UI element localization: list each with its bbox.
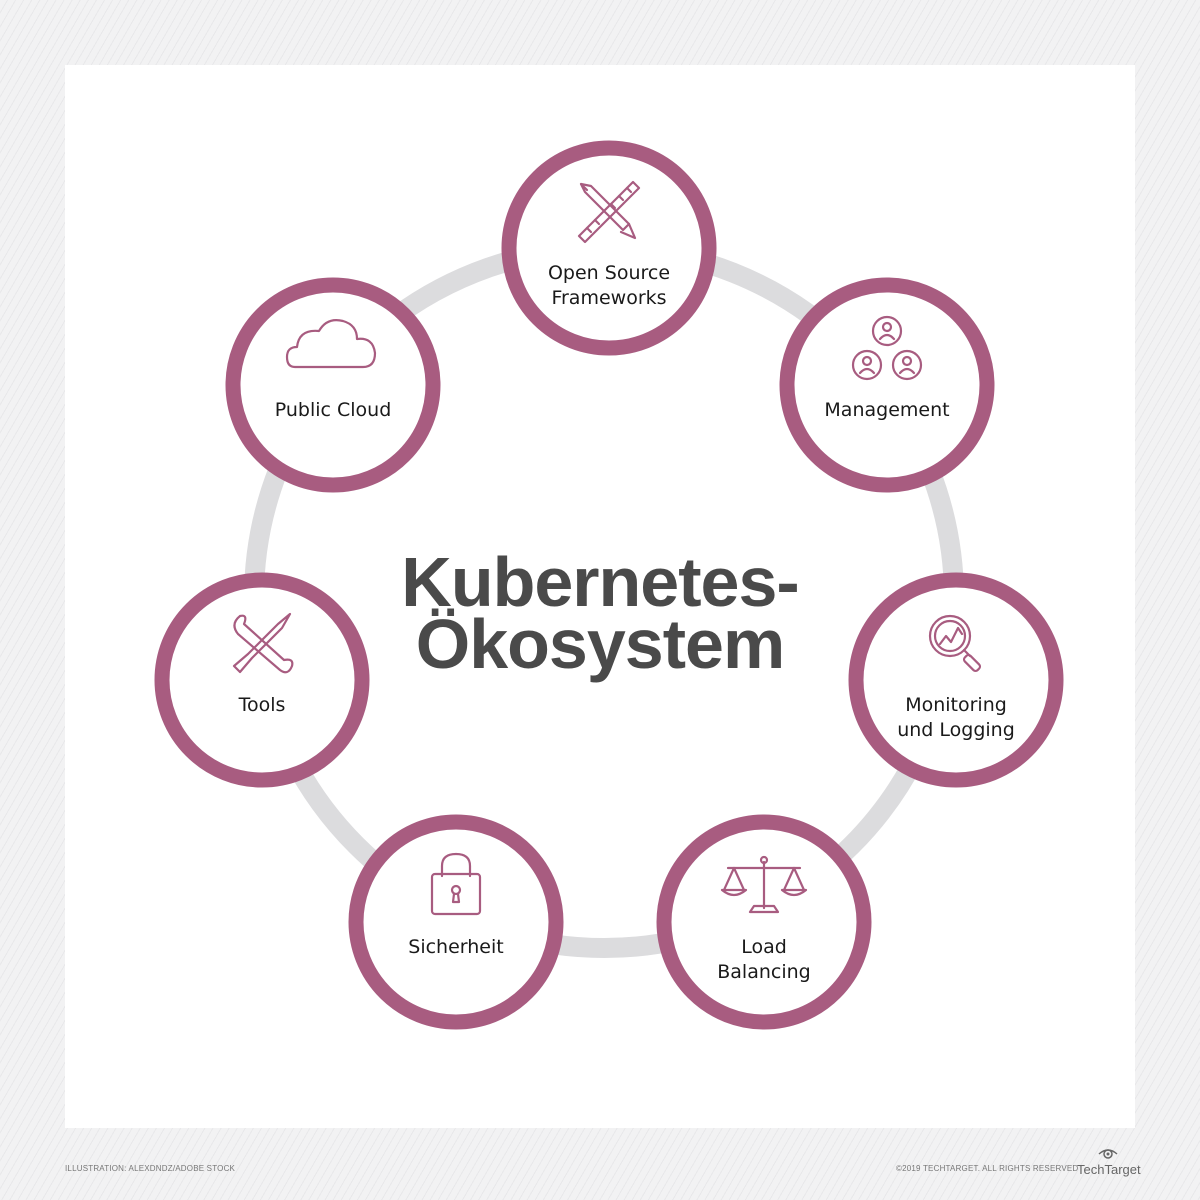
techtarget-logo: TechTarget xyxy=(1077,1149,1141,1177)
node-circle xyxy=(225,277,441,493)
pencil-ruler-icon xyxy=(577,180,641,244)
node-label: Open Source xyxy=(548,262,670,284)
node-circle xyxy=(656,814,872,1030)
node-label: Tools xyxy=(238,694,286,716)
cloud-icon xyxy=(285,319,377,369)
node-label: und Logging xyxy=(897,719,1015,741)
node-management: Management xyxy=(779,277,995,493)
wrench-screwdriver-icon xyxy=(232,612,294,674)
title-line-2: Ökosystem xyxy=(416,605,784,683)
node-circle xyxy=(779,277,995,493)
node-label: Management xyxy=(824,399,949,421)
node-circle xyxy=(501,140,717,356)
node-tools: Tools xyxy=(154,572,370,788)
node-label: Load xyxy=(741,936,787,958)
magnifier-chart-icon xyxy=(928,614,982,673)
title-line-1: Kubernetes- xyxy=(401,543,798,621)
eye-icon xyxy=(1098,1149,1118,1159)
node-circle xyxy=(154,572,370,788)
illustration-credit: ILLUSTRATION: ALEXDNDZ/ADOBE STOCK xyxy=(65,1164,236,1173)
scales-icon xyxy=(720,855,808,914)
node-circle xyxy=(848,572,1064,788)
copyright: ©2019 TECHTARGET. ALL RIGHTS RESERVED xyxy=(896,1164,1079,1173)
node-label: Monitoring xyxy=(905,694,1007,716)
node-security: Sicherheit xyxy=(348,814,564,1030)
node-label: Public Cloud xyxy=(275,399,392,421)
node-public-cloud: Public Cloud xyxy=(225,277,441,493)
node-circle xyxy=(348,814,564,1030)
node-monitoring: Monitoring und Logging xyxy=(848,572,1064,788)
padlock-icon xyxy=(430,852,482,916)
node-label: Balancing xyxy=(717,961,810,983)
people-network-icon xyxy=(851,315,923,381)
node-label: Sicherheit xyxy=(408,936,503,958)
node-label: Frameworks xyxy=(551,287,666,309)
